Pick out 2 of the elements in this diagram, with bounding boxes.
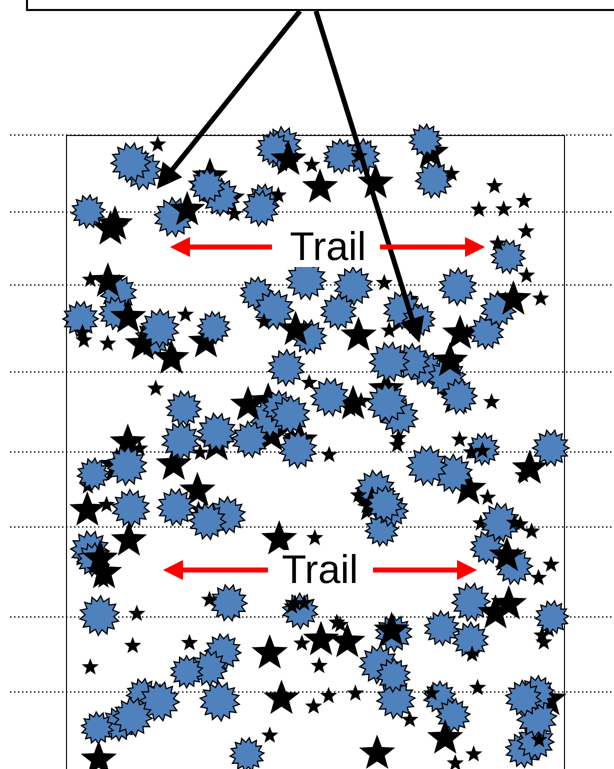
leader-arrow	[156, 9, 302, 189]
leader-arrow	[314, 10, 424, 343]
